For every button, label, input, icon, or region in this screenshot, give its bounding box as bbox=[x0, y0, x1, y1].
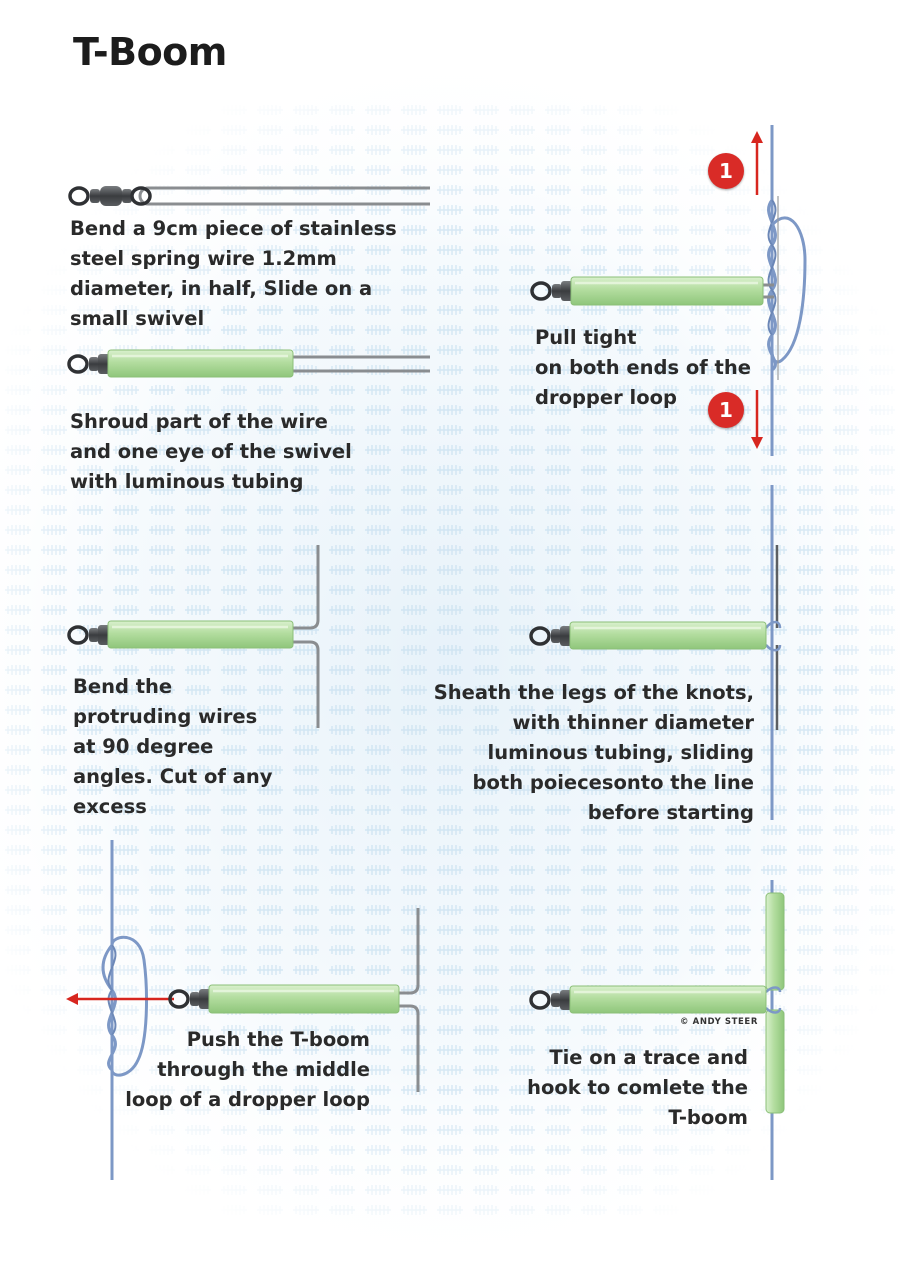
caption-line: Bend a 9cm piece of stainless bbox=[70, 217, 397, 240]
swivel-icon bbox=[67, 625, 110, 645]
wire-icon bbox=[398, 908, 420, 1092]
swivel-icon bbox=[529, 990, 572, 1010]
caption-line: both poiecesonto the line bbox=[472, 771, 754, 794]
step5-illustration bbox=[530, 125, 807, 456]
caption-line: with thinner diameter bbox=[512, 711, 754, 734]
luminous-tube-icon bbox=[569, 985, 767, 1014]
step4-caption: Push the T-boom through the middle loop … bbox=[125, 1025, 370, 1115]
caption-line: Sheath the legs of the knots, bbox=[433, 681, 754, 704]
caption-line: protruding wires bbox=[73, 705, 258, 728]
step-number-badge-bottom: 1 bbox=[708, 392, 744, 428]
caption-line: hook to comlete the bbox=[527, 1076, 748, 1099]
arrow-icon bbox=[66, 993, 174, 1005]
dropper-loop-icon bbox=[767, 199, 807, 372]
step6-illustration bbox=[529, 485, 782, 820]
caption-line: before starting bbox=[587, 801, 754, 824]
step1-illustration bbox=[68, 186, 430, 206]
caption-line: luminous tubing, sliding bbox=[487, 741, 754, 764]
step4-illustration bbox=[66, 840, 420, 1180]
caption-line: small swivel bbox=[70, 307, 205, 330]
caption-line: loop of a dropper loop bbox=[125, 1088, 370, 1111]
step2-illustration bbox=[67, 349, 430, 378]
luminous-tube-icon bbox=[107, 620, 294, 649]
caption-line: through the middle bbox=[157, 1058, 370, 1081]
swivel-icon bbox=[529, 626, 572, 646]
caption-line: steel spring wire 1.2mm bbox=[70, 247, 337, 270]
luminous-tube-icon bbox=[107, 349, 294, 378]
step7-caption: Tie on a trace and hook to comlete the T… bbox=[527, 1043, 748, 1133]
caption-line: with luminous tubing bbox=[70, 470, 304, 493]
arrow-icon bbox=[751, 131, 763, 195]
luminous-tube-icon bbox=[208, 984, 400, 1014]
swivel-icon bbox=[530, 281, 573, 301]
swivel-icon bbox=[68, 186, 152, 206]
caption-line: Tie on a trace and bbox=[549, 1046, 748, 1069]
step7-illustration bbox=[529, 880, 785, 1180]
luminous-tube-icon bbox=[569, 621, 767, 650]
caption-line: Bend the bbox=[73, 675, 173, 698]
luminous-tube-icon bbox=[765, 892, 785, 1114]
caption-line: dropper loop bbox=[535, 386, 677, 409]
caption-line: excess bbox=[73, 795, 147, 818]
artist-credit: © ANDY STEER bbox=[680, 1017, 758, 1027]
caption-line: diameter, in half, Slide on a bbox=[70, 277, 373, 300]
caption-line: T-boom bbox=[668, 1106, 748, 1129]
step5-caption: Pull tight on both ends of the dropper l… bbox=[535, 323, 751, 413]
caption-line: and one eye of the swivel bbox=[70, 440, 352, 463]
step3-caption: Bend the protruding wires at 90 degree a… bbox=[73, 672, 272, 822]
step2-caption: Shroud part of the wire and one eye of t… bbox=[70, 407, 352, 497]
dropper-loop-icon bbox=[101, 935, 148, 1077]
caption-line: on both ends of the bbox=[535, 356, 751, 379]
swivel-icon bbox=[168, 989, 211, 1009]
step1-caption: Bend a 9cm piece of stainless steel spri… bbox=[70, 214, 397, 334]
wire-icon bbox=[290, 545, 320, 728]
caption-line: angles. Cut of any bbox=[73, 765, 273, 788]
caption-line: Push the T-boom bbox=[186, 1028, 370, 1051]
page-title: T-Boom bbox=[73, 30, 227, 74]
caption-line: at 90 degree bbox=[73, 735, 214, 758]
luminous-tube-icon bbox=[570, 276, 764, 306]
step-number-badge-top: 1 bbox=[708, 153, 744, 189]
caption-line: Pull tight bbox=[535, 326, 637, 349]
arrow-icon bbox=[751, 390, 763, 449]
swivel-icon bbox=[67, 354, 110, 374]
step6-caption: Sheath the legs of the knots, with thinn… bbox=[434, 678, 754, 828]
wire-icon bbox=[138, 186, 430, 206]
caption-line: Shroud part of the wire bbox=[70, 410, 328, 433]
step3-illustration bbox=[67, 545, 320, 728]
